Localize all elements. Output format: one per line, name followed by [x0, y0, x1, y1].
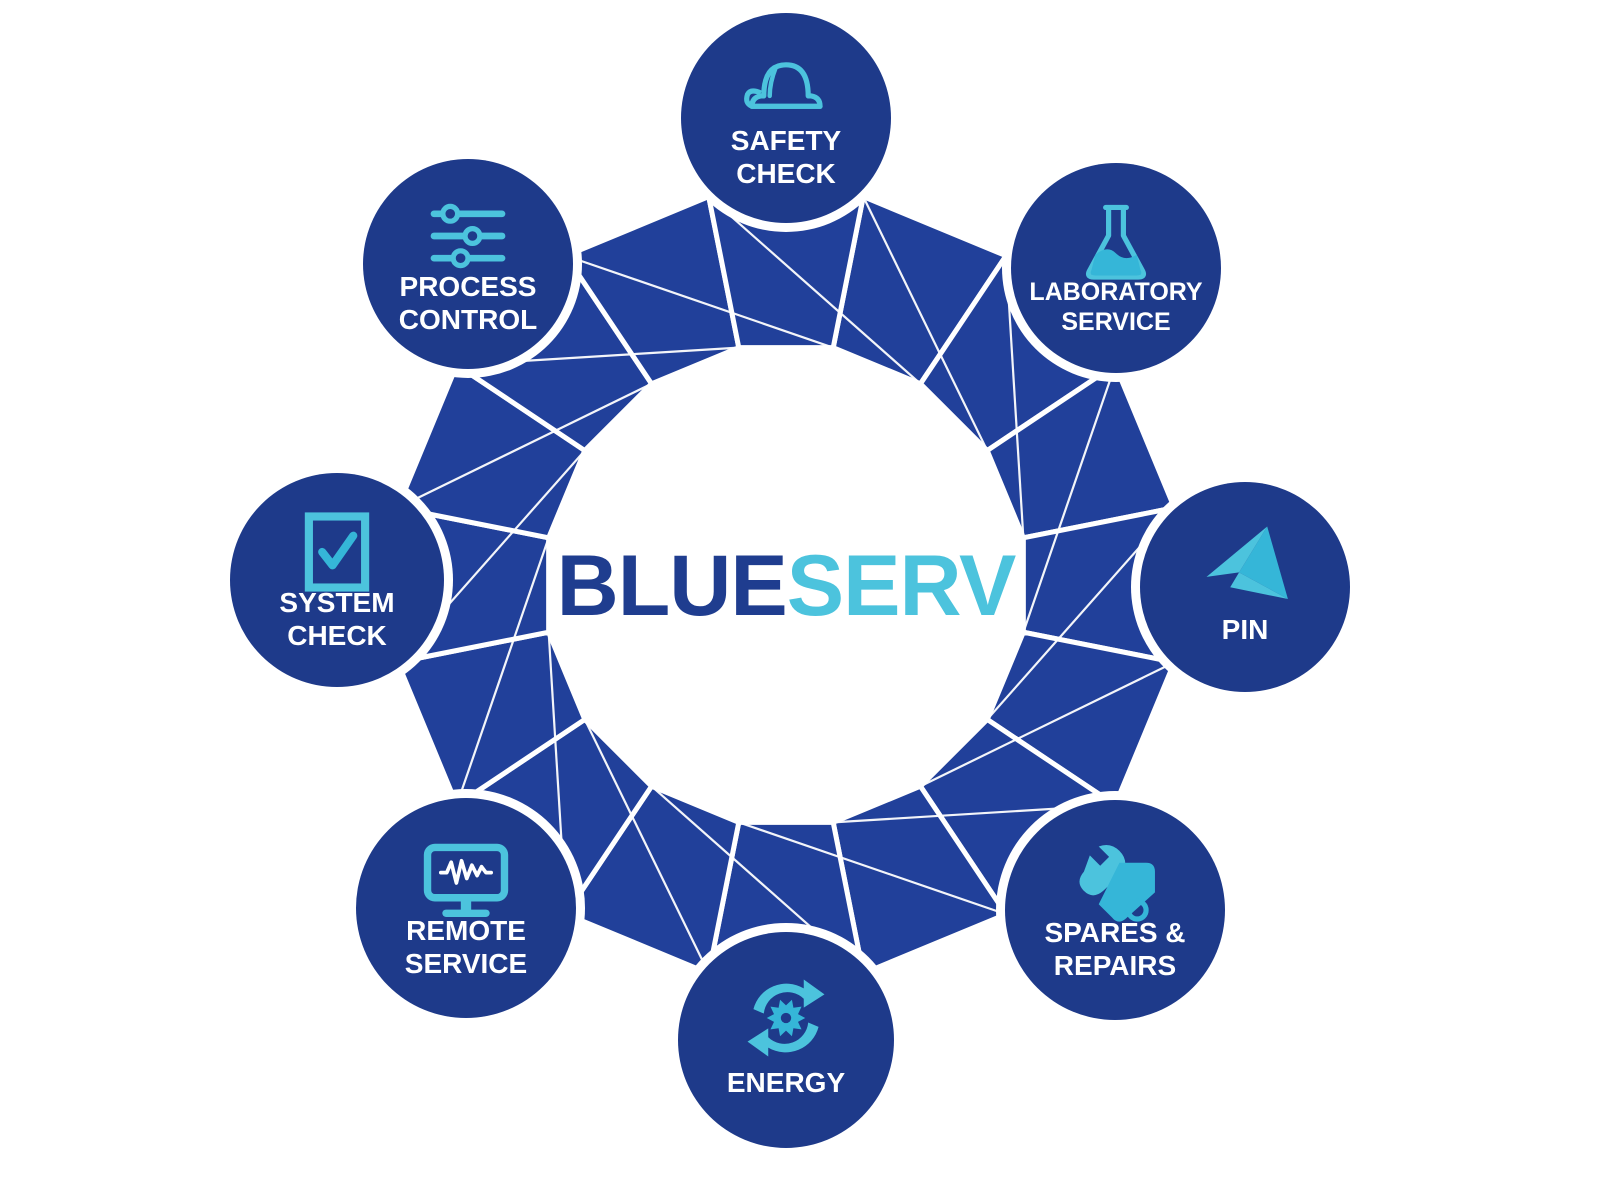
node-disc[interactable] [681, 13, 891, 223]
node-label-line: LABORATORY [1029, 278, 1202, 306]
ring-diagonal-line [708, 195, 922, 385]
sliders-icon [430, 203, 506, 269]
node-label-line: SERVICE [405, 948, 527, 979]
node-label-line: SYSTEM [279, 587, 394, 618]
node-label-line: ENERGY [727, 1067, 846, 1098]
recycle-gear-icon [747, 979, 825, 1057]
node-disc[interactable] [230, 473, 444, 687]
hard-hat-icon [744, 62, 823, 109]
node-label-line: PIN [1222, 614, 1269, 645]
monitor-waveform-icon [423, 843, 509, 917]
node-disc[interactable] [678, 932, 894, 1148]
brand-logo: BLUESERV [557, 538, 1016, 634]
node-label-line: REMOTE [406, 915, 526, 946]
node-label-line: REPAIRS [1054, 950, 1176, 981]
ring-diagonal-line [738, 821, 1007, 916]
ring-diagonal-line [397, 382, 653, 509]
node-label-line: CHECK [736, 158, 836, 189]
ring-diagonal-line [1022, 364, 1117, 633]
ring-diagonal-line [919, 661, 1175, 788]
node-label-line: CONTROL [399, 304, 537, 335]
ring-diagonal-line [455, 537, 550, 806]
node-label-line: SAFETY [731, 125, 842, 156]
wrench-icon [1079, 845, 1155, 922]
checkbox-check-icon [304, 512, 370, 592]
ring-diagonal-line [583, 718, 710, 974]
service-node-energy[interactable]: ENERGY [669, 923, 903, 1157]
brand-logo-blue: BLUE [557, 538, 787, 634]
node-label-line: SPARES & [1044, 917, 1185, 948]
ring-diagonal-line [565, 254, 834, 349]
node-label-line: SERVICE [1061, 308, 1170, 336]
hub-background [550, 349, 1022, 821]
erlenmeyer-flask-icon [1085, 204, 1147, 280]
brand-logo-serv: SERV [787, 538, 1016, 634]
service-node-pin[interactable]: PIN [1131, 473, 1359, 701]
ring-diagonal-line [862, 196, 989, 452]
center-hub: BLUESERV [550, 349, 1022, 821]
node-label-line: PROCESS [400, 271, 537, 302]
node-label-line: CHECK [287, 620, 387, 651]
service-node-spares-repairs[interactable]: SPARES &REPAIRS [996, 791, 1234, 1029]
